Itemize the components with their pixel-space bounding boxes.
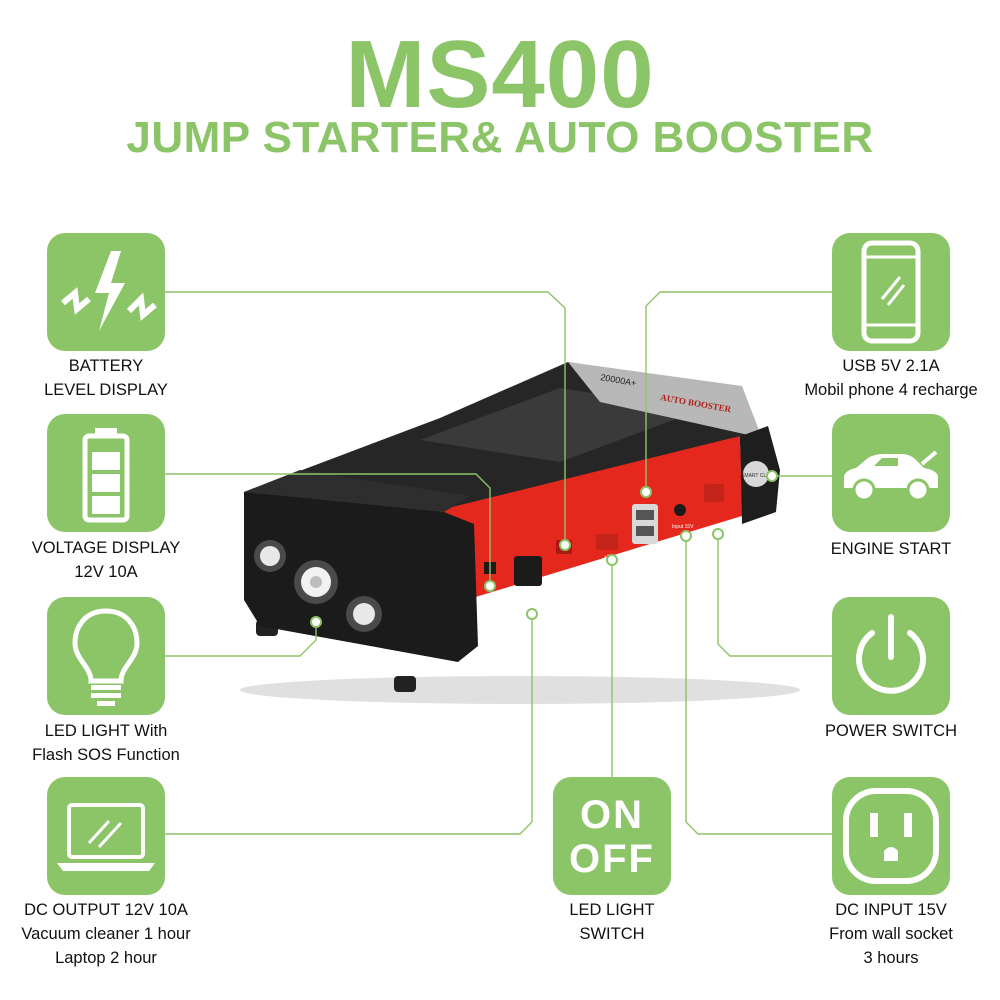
output-port-label: Output [520,594,538,600]
usb-tile [832,233,950,351]
smartphone-icon [861,240,921,344]
led-switch-caption: LED LIGHT SWITCH [569,901,655,943]
product-subtitle: JUMP STARTER& AUTO BOOSTER [126,113,874,162]
led-switch-tile: ON OFF [553,777,671,895]
wall-socket-icon [843,788,939,884]
laptop-icon [57,803,155,871]
dc-input-tile [832,777,950,895]
led-light-tile [47,597,165,715]
usb-port-label: Output USB 5V [636,552,671,558]
led-light-caption: LED LIGHT With Flash SOS Function [32,722,180,764]
voltage-tile [47,414,165,532]
voltage-port-label: 12V 10A [486,596,509,602]
on-label: ON [580,793,644,837]
product-title: MS400 [345,21,655,128]
dc-input-caption: DC INPUT 15V From wall socket 3 hours [829,901,953,967]
battery-level-tile [47,233,165,351]
battery-icon [82,428,130,523]
dc-output-tile [47,777,165,895]
usb-caption: USB 5V 2.1A Mobil phone 4 recharge [804,357,978,399]
power-icon [856,614,926,694]
smart-clip-label: SMART CLIP [741,473,771,479]
car-icon [844,450,938,502]
input-port-label: Input 15V [672,524,694,530]
voltage-caption: VOLTAGE DISPLAY 12V 10A [31,539,181,581]
engine-start-caption: ENGINE START [830,540,952,558]
dc-output-caption: DC OUTPUT 12V 10A Vacuum cleaner 1 hour … [21,901,191,967]
off-label: OFF [569,837,655,881]
battery-level-caption: BATTERY LEVEL DISPLAY [44,357,168,399]
power-switch-caption: POWER SWITCH [825,722,957,740]
lightning-bolt-icon [61,251,157,331]
engine-start-tile [832,414,950,532]
power-switch-tile [832,597,950,715]
light-bulb-icon [72,608,140,706]
connector-lines [165,291,832,835]
